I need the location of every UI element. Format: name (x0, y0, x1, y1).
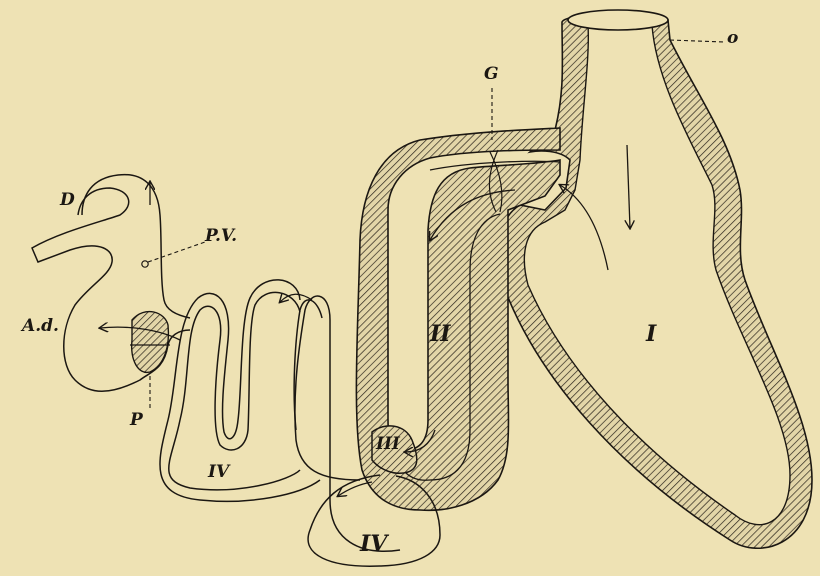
label-i: I (646, 323, 656, 345)
label-pv: P.V. (205, 228, 237, 245)
label-ad: A.d. (22, 318, 59, 335)
label-iv-left: IV (208, 464, 229, 481)
label-g: G (484, 66, 499, 83)
label-p: P (130, 412, 143, 429)
label-iv-bottom: IV (360, 533, 387, 555)
pylorus (130, 312, 170, 373)
label-iii: III (376, 436, 400, 453)
label-d: D (60, 192, 75, 209)
rumen-chamber (499, 10, 812, 548)
arrow-abomasum-flow (280, 294, 312, 302)
portal-vein-dot (142, 261, 148, 267)
arrow-into-abomasum (338, 482, 372, 496)
label-ii: II (430, 323, 451, 345)
label-o: o (727, 30, 738, 47)
